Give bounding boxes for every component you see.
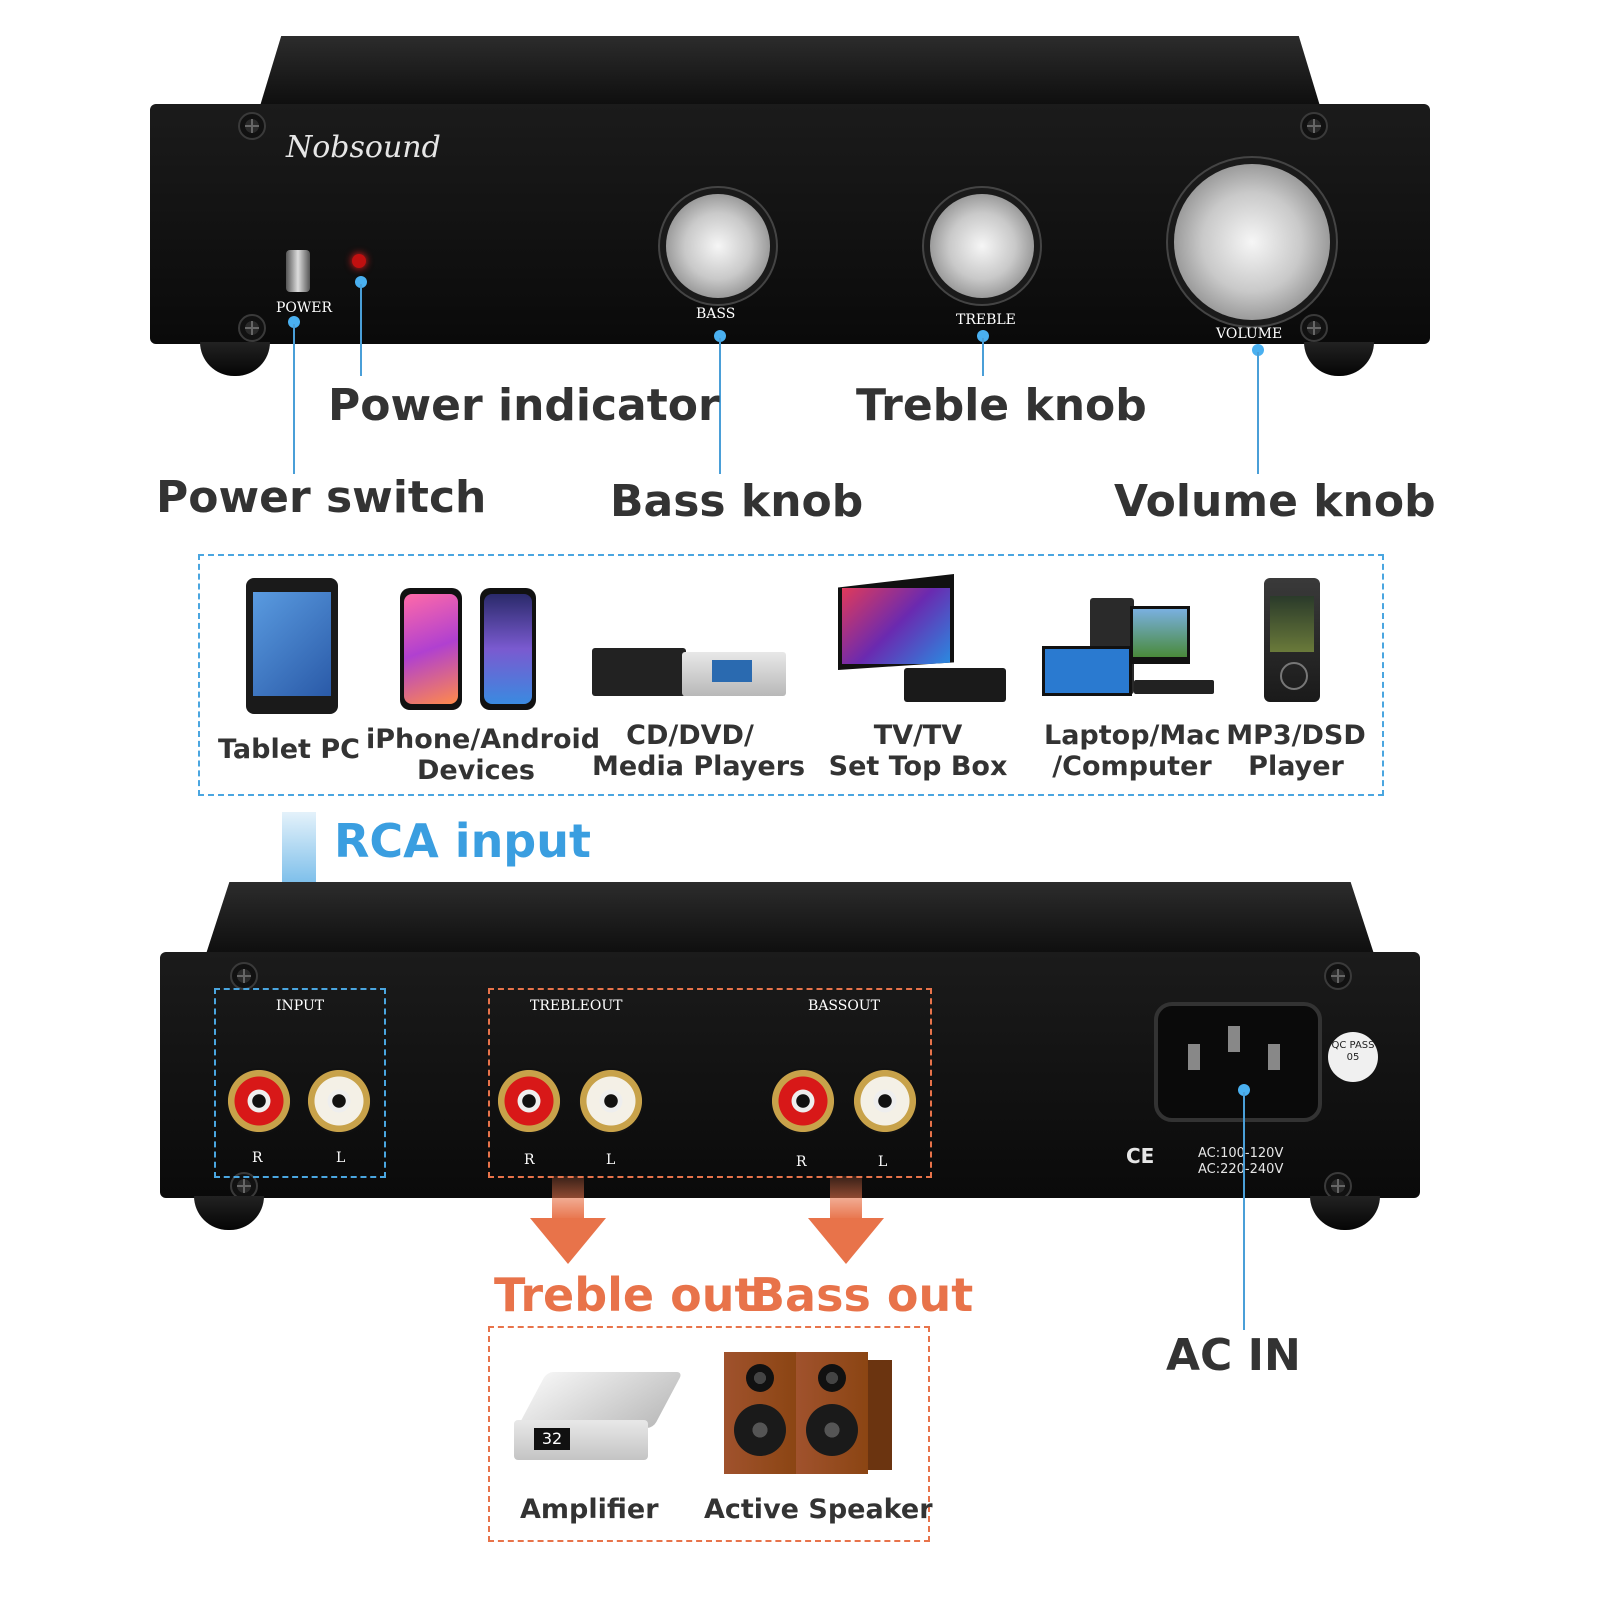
phone-icon [400,588,462,710]
callout-line [1257,352,1259,474]
callout-dot [977,330,989,342]
ac-inlet-socket[interactable] [1154,1002,1322,1122]
rca-input-label: RCA input [334,814,591,868]
treble-out-arrow-shaft [552,1176,584,1220]
source-caption-tablet: Tablet PC [218,734,360,765]
cd-player-icon [592,648,686,696]
treble-out-rca-l-jack[interactable] [578,1068,644,1134]
ce-mark: CE [1126,1144,1155,1168]
treble-out-arrow-head-icon [530,1218,606,1264]
treble-knob-label: Treble knob [856,380,1147,431]
source-caption-computer: Laptop/Mac/Computer [1044,720,1221,783]
ac-voltage-1: AC:100-120V [1198,1146,1284,1161]
callout-line [982,338,984,376]
power-switch-label: Power switch [156,472,487,523]
input-r-print: R [252,1150,263,1166]
volume-knob-label: Volume knob [1114,476,1436,527]
bass-out-arrow-head-icon [808,1218,884,1264]
qc-sticker: QC PASS 05 [1328,1032,1378,1082]
callout-line [293,324,295,474]
volume-knob[interactable] [1174,164,1330,320]
callout-line [360,284,362,376]
screw-icon [1300,314,1328,342]
bass-out-arrow-shaft [830,1176,862,1220]
bass-out-label: Bass out [750,1268,974,1322]
active-speaker-caption: Active Speaker [704,1494,933,1525]
laptop-icon [1042,646,1132,696]
rear-unit-lid [206,882,1374,954]
callout-line [1243,1092,1245,1330]
brand-logo: Nobsound [286,130,441,165]
sources-box [198,554,1384,796]
power-toggle-switch[interactable] [286,250,310,292]
input-l-print: L [336,1150,346,1166]
treble-knob[interactable] [930,194,1034,298]
destinations-box [488,1326,930,1542]
amplifier-caption: Amplifier [520,1494,659,1525]
speaker-icon [796,1352,868,1474]
input-rca-l-jack[interactable] [306,1068,372,1134]
front-unit: Nobsound POWER BASS TREBLE VOLUME [150,36,1430,376]
output-section-box [488,988,932,1178]
callout-dot [355,276,367,288]
callout-dot [1238,1084,1250,1096]
amplifier-icon: 32 [514,1372,683,1466]
power-print: POWER [276,300,333,316]
callout-dot [714,330,726,342]
source-caption-cd: CD/DVD/Media Players [592,720,806,783]
rear-unit: INPUT R L TREBLEOUT BASSOUT R L R L QC P… [160,882,1420,1232]
cd-player-icon [682,652,786,696]
front-unit-lid [260,36,1320,106]
trebleout-print: TREBLEOUT [530,998,623,1014]
amplifier-display: 32 [534,1428,570,1450]
foot [1304,342,1374,376]
treble-out-label: Treble out [494,1268,757,1322]
bassout-print: BASSOUT [808,998,880,1014]
tv-icon [838,574,954,670]
screw-icon [1300,112,1328,140]
screw-icon [238,112,266,140]
callout-dot [1252,344,1264,356]
input-print: INPUT [276,998,325,1014]
foot [1310,1196,1380,1230]
bass-out-rca-r-jack[interactable] [770,1068,836,1134]
set-top-box-icon [904,668,1006,702]
speaker-side-panel [868,1360,892,1470]
keyboard-icon [1134,680,1214,694]
treble-print: TREBLE [956,312,1016,328]
ac-in-label: AC IN [1166,1330,1301,1381]
treble-out-rca-r-jack[interactable] [496,1068,562,1134]
input-section-box [214,988,386,1178]
power-indicator-label: Power indicator [328,380,720,431]
speaker-icon [724,1352,796,1474]
screw-icon [1324,962,1352,990]
callout-dot [288,316,300,328]
bass-print: BASS [696,306,736,322]
bass-out-l-print: L [878,1154,888,1170]
monitor-icon [1130,606,1190,664]
power-led-icon [352,254,366,268]
phone-icon [480,588,536,710]
bass-out-r-print: R [796,1154,807,1170]
bass-out-rca-l-jack[interactable] [852,1068,918,1134]
foot [200,342,270,376]
foot [194,1196,264,1230]
mp3-player-icon [1264,578,1320,702]
screw-icon [238,314,266,342]
volume-print: VOLUME [1216,326,1283,342]
callout-line [719,338,721,474]
screw-icon [230,962,258,990]
bass-knob[interactable] [666,194,770,298]
treble-out-r-print: R [524,1152,535,1168]
input-rca-r-jack[interactable] [226,1068,292,1134]
ac-voltage-2: AC:220-240V [1198,1162,1284,1177]
bass-knob-label: Bass knob [610,476,864,527]
tablet-icon [246,578,338,714]
treble-out-l-print: L [606,1152,616,1168]
